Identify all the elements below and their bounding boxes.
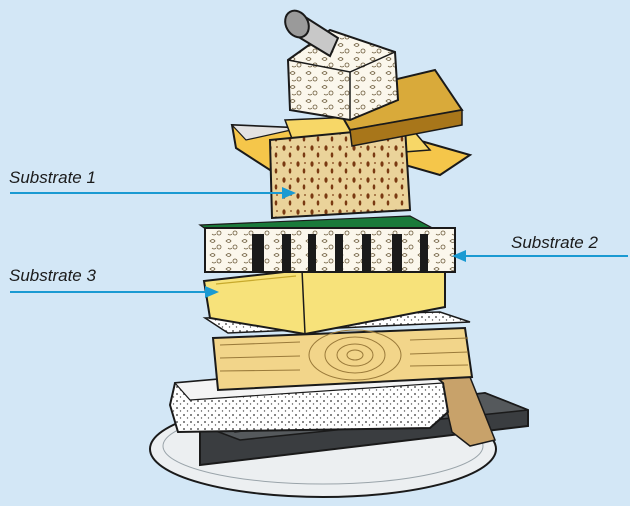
pointer-substrate-1 [10,187,296,199]
substrate-3-label: Substrate 3 [9,266,96,285]
foam-band [198,215,456,273]
pointer-substrate-3 [10,286,219,298]
pipe [284,9,340,58]
substrate-2-label: Substrate 2 [511,233,598,252]
wood-slab [211,326,474,392]
sponge-block [268,125,412,220]
foam-cube [286,28,400,122]
substrate-1-label: Substrate 1 [9,168,96,187]
pointer-substrate-2 [452,250,628,262]
